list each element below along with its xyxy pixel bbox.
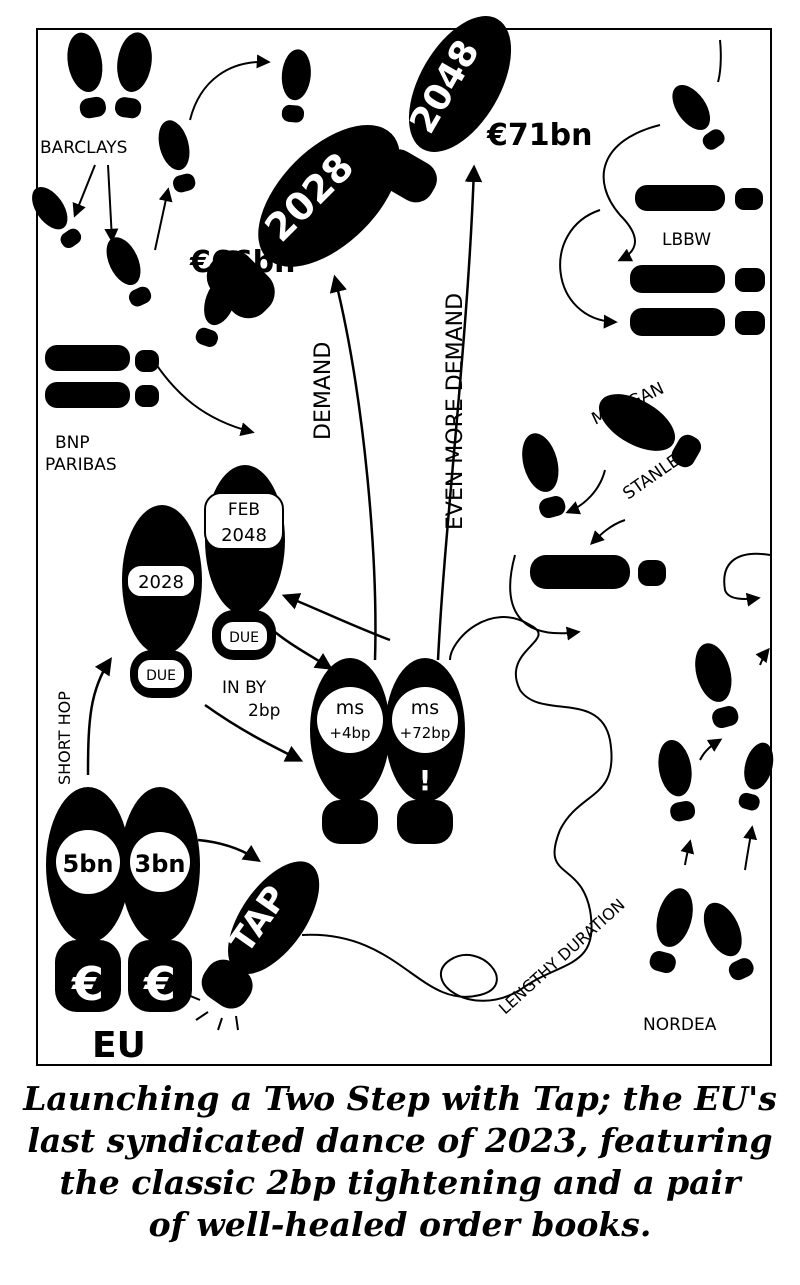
bnp-label-line1: BNP (55, 433, 90, 453)
euro-left-icon: € (71, 957, 104, 1011)
in-by-line2: 2bp (248, 701, 280, 721)
eu-right-amount: 3bn (135, 850, 186, 878)
lbbw-footprints (630, 78, 765, 336)
ms-left-line2: +4bp (329, 724, 370, 742)
morgan-stanley-footprints (516, 394, 702, 589)
dance-step-cartoon: BARCLAYS BNP PARIBAS 2028 €66bn 2048 €71… (24, 16, 779, 1066)
due-2048-month: FEB (228, 500, 260, 520)
eu-left-amount: 5bn (63, 850, 114, 878)
eu-3bn-shoe: 3bn € (120, 787, 200, 1012)
eu-label: EU (92, 1025, 146, 1066)
barclays-label: BARCLAYS (40, 138, 127, 158)
demand-label: DEMAND (311, 342, 336, 440)
due-2028-shoe: 2028 DUE (122, 505, 202, 698)
exclamation-mark: ! (419, 764, 432, 797)
euro-right-icon: € (143, 957, 176, 1011)
big-2028-shoe: 2028 (206, 124, 401, 319)
cartoon-frame (36, 28, 772, 1066)
size-2048-label: €71bn (486, 118, 592, 153)
ms-right-line2: +72bp (400, 724, 451, 742)
tap-shoe: TAP (201, 861, 320, 1009)
due-left-label: DUE (146, 668, 176, 684)
caption-line-2: last syndicated dance of 2023, featuring (27, 1121, 773, 1160)
ms-4bp-shoe: ms +4bp (310, 658, 390, 844)
even-more-demand-label: EVEN MORE DEMAND (443, 293, 468, 530)
big-2048-shoe: 2048 (377, 16, 512, 203)
tap-impact-lines (187, 994, 239, 1031)
ms-left-line1: ms (336, 697, 364, 719)
caption-line-4: of well-healed order books. (148, 1205, 652, 1244)
due-right-label: DUE (229, 630, 259, 646)
caption-line-3: the classic 2bp tightening and a pair (59, 1163, 741, 1202)
due-2048-shoe: FEB 2048 DUE (204, 465, 285, 660)
size-2028-label: €66bn (189, 245, 295, 280)
short-hop-label: SHORT HOP (55, 691, 74, 785)
due-2028-year: 2028 (138, 572, 184, 593)
due-2048-year: 2048 (221, 525, 267, 546)
bnp-label-line2: PARIBAS (45, 455, 117, 475)
bnp-footprints (45, 345, 159, 408)
stanley-label: STANLEY (619, 444, 692, 504)
nordea-label: NORDEA (643, 1015, 717, 1035)
cartoon-caption: Launching a Two Step with Tap; the EU's … (20, 1078, 780, 1246)
eu-5bn-shoe: 5bn € (46, 787, 130, 1012)
lbbw-label: LBBW (662, 230, 711, 250)
ms-72bp-shoe: ms +72bp ! (385, 658, 465, 844)
nordea-footprints (643, 639, 779, 985)
in-by-line1: IN BY (222, 678, 267, 698)
ms-right-line1: ms (411, 697, 439, 719)
lengthy-duration-label: LENGTHY DURATION (495, 895, 629, 1018)
caption-line-1: Launching a Two Step with Tap; the EU's (23, 1079, 777, 1118)
